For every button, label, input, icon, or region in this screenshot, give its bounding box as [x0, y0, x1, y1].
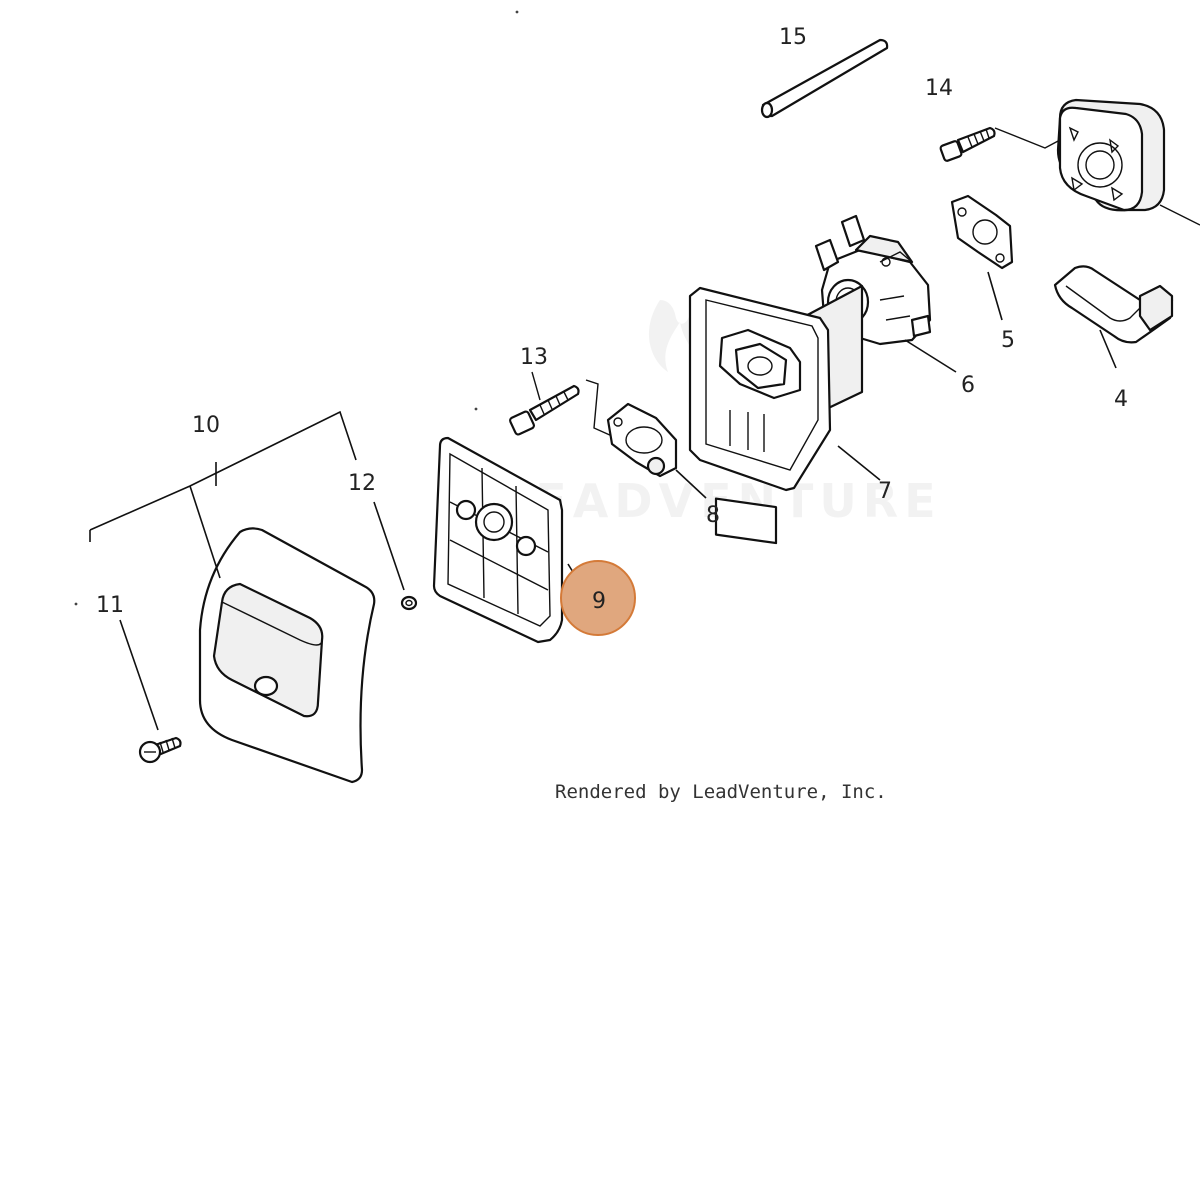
highlight-circle: [560, 560, 636, 636]
part-7-filter-base[interactable]: [688, 284, 881, 545]
dot-artifact: [74, 602, 78, 606]
callout-6[interactable]: 6: [961, 373, 975, 398]
part-12-washer[interactable]: [373, 501, 418, 611]
part-13-screw[interactable]: [509, 371, 613, 437]
dot-artifact: [515, 10, 519, 14]
callout-7[interactable]: 7: [878, 479, 892, 504]
callout-9[interactable]: 9: [592, 589, 606, 614]
part-5-gasket[interactable]: [950, 194, 1014, 321]
part-8-gasket[interactable]: [606, 402, 707, 499]
credit-text: Rendered by LeadVenture, Inc.: [555, 781, 887, 803]
part-10-cover[interactable]: [89, 410, 376, 784]
part-15-rod[interactable]: [760, 38, 889, 119]
callout-12[interactable]: 12: [348, 471, 376, 496]
part-14-screw[interactable]: [939, 126, 1061, 162]
callout-10[interactable]: 10: [192, 413, 220, 438]
carburetor-cover[interactable]: [1056, 98, 1200, 226]
callout-13[interactable]: 13: [520, 345, 548, 370]
callout-14[interactable]: 14: [925, 76, 953, 101]
part-9-air-filter[interactable]: [432, 436, 585, 644]
callout-11[interactable]: 11: [96, 593, 124, 618]
callout-4[interactable]: 4: [1114, 387, 1128, 412]
callout-5[interactable]: 5: [1001, 328, 1015, 353]
dot-artifact: [474, 407, 478, 411]
part-11-screw[interactable]: [119, 619, 182, 764]
callout-15[interactable]: 15: [779, 25, 807, 50]
part-4-bracket[interactable]: [1053, 265, 1174, 369]
callout-8[interactable]: 8: [706, 503, 720, 528]
